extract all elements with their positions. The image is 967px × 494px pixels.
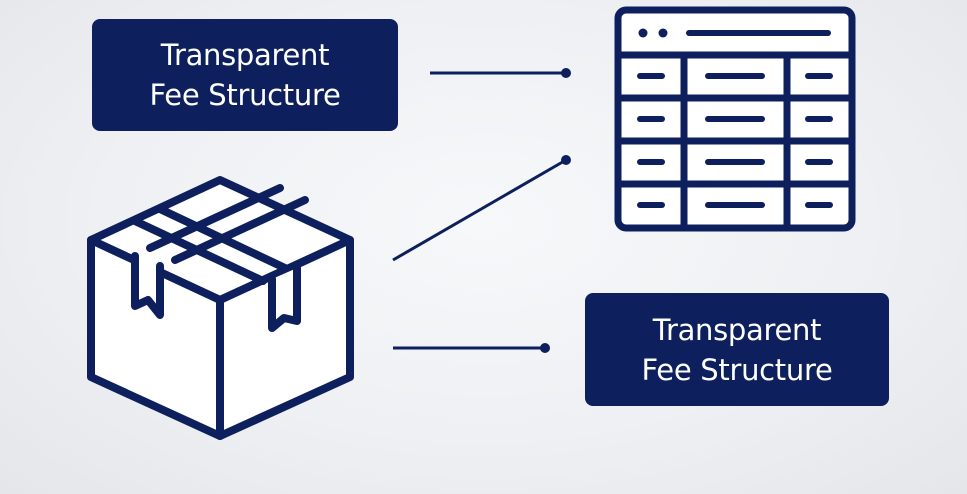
table-cell-dashes	[637, 73, 833, 208]
label-bottom-line1: Transparent	[652, 312, 822, 347]
label-top-line1: Transparent	[160, 38, 330, 72]
spreadsheet-table-icon	[614, 6, 856, 232]
label-box-bottom: Transparent Fee Structure	[585, 293, 889, 406]
table-header-dots	[638, 28, 668, 38]
label-bottom-line2: Fee Structure	[641, 352, 833, 387]
label-box-top: Transparent Fee Structure	[92, 19, 398, 131]
connector-box-to-table	[392, 155, 571, 262]
connector-box-to-bottom-label	[393, 343, 550, 353]
package-box-icon	[87, 176, 354, 440]
label-top-line2: Fee Structure	[149, 78, 341, 112]
connector-top-label-to-table	[430, 68, 571, 78]
